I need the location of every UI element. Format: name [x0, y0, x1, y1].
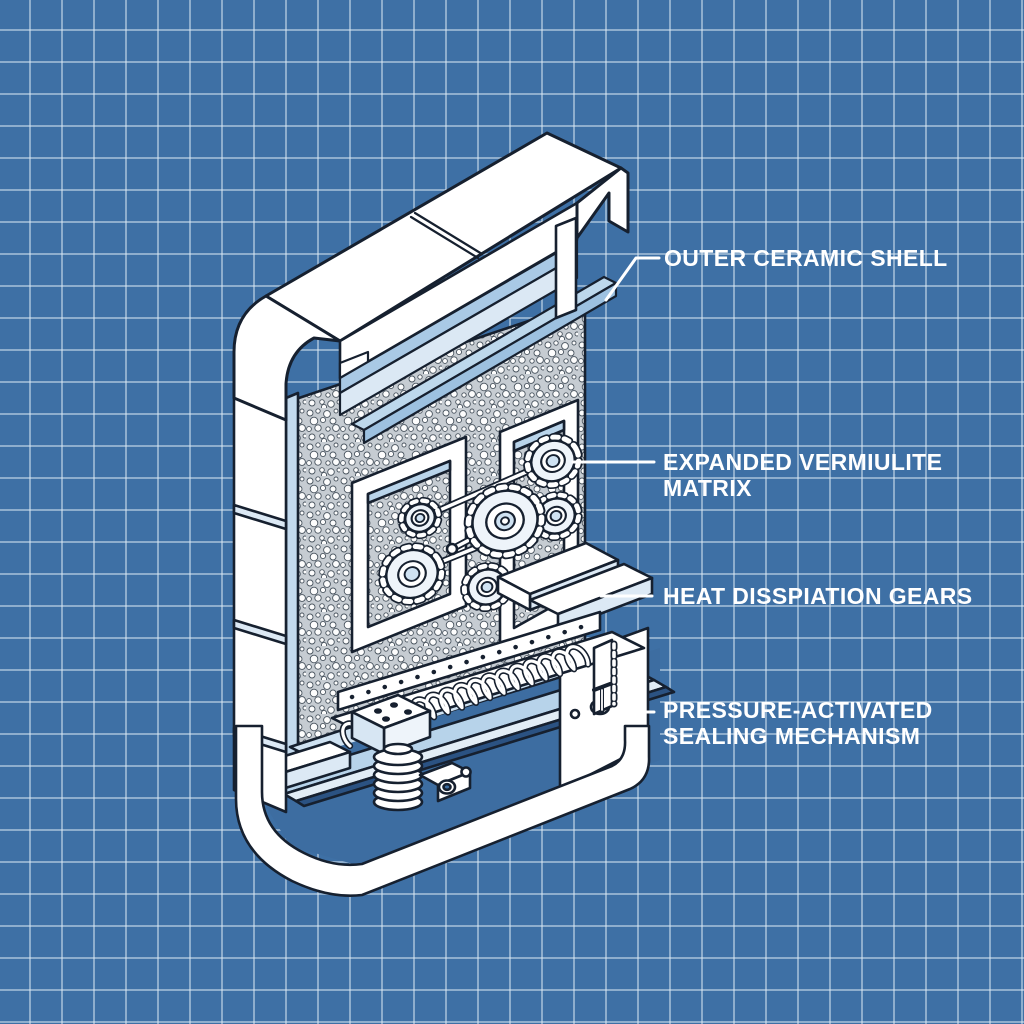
label-text: OUTER CERAMIC SHELL [664, 245, 948, 271]
gear-icon [460, 562, 514, 612]
gear-icon [522, 433, 584, 489]
shell-left-column [232, 388, 288, 814]
sealing-mechanism [330, 610, 646, 812]
leader-lines [571, 256, 661, 714]
label-text: HEAT DISSPIATION GEARS [663, 583, 973, 609]
gear-icon [463, 482, 547, 560]
shell-top-cap [232, 131, 630, 445]
stepped-ledge [496, 541, 654, 632]
mounting-block [350, 693, 432, 756]
label-outer-ceramic-shell: OUTER CERAMIC SHELL [664, 245, 948, 271]
heat-dissipation-gears [378, 433, 584, 612]
label-text: EXPANDED VERMIULITE [663, 449, 943, 475]
label-pressure-activated-sealing-mechanism: PRESSURE-ACTIVATED SEALING MECHANISM [663, 697, 933, 749]
inner-wall-panel [284, 391, 300, 764]
bellows-spring [372, 742, 424, 812]
label-expanded-vermiulite-matrix: EXPANDED VERMIULITE MATRIX [663, 449, 942, 501]
gear-icon [529, 491, 583, 541]
label-text: SEALING MECHANISM [663, 723, 921, 749]
label-heat-disspiation-gears: HEAT DISSPIATION GEARS [663, 583, 973, 609]
rack-piece [592, 638, 618, 716]
base-rim [234, 724, 651, 897]
gear-icon [397, 496, 443, 540]
gear-frames [350, 398, 580, 662]
label-text: PRESSURE-ACTIVATED [663, 697, 933, 723]
insulation-panels [338, 239, 618, 445]
gear-icon [378, 542, 446, 606]
bracket-plates [418, 761, 472, 803]
label-text: MATRIX [663, 475, 752, 501]
leader-outer-ceramic-shell [604, 256, 661, 302]
